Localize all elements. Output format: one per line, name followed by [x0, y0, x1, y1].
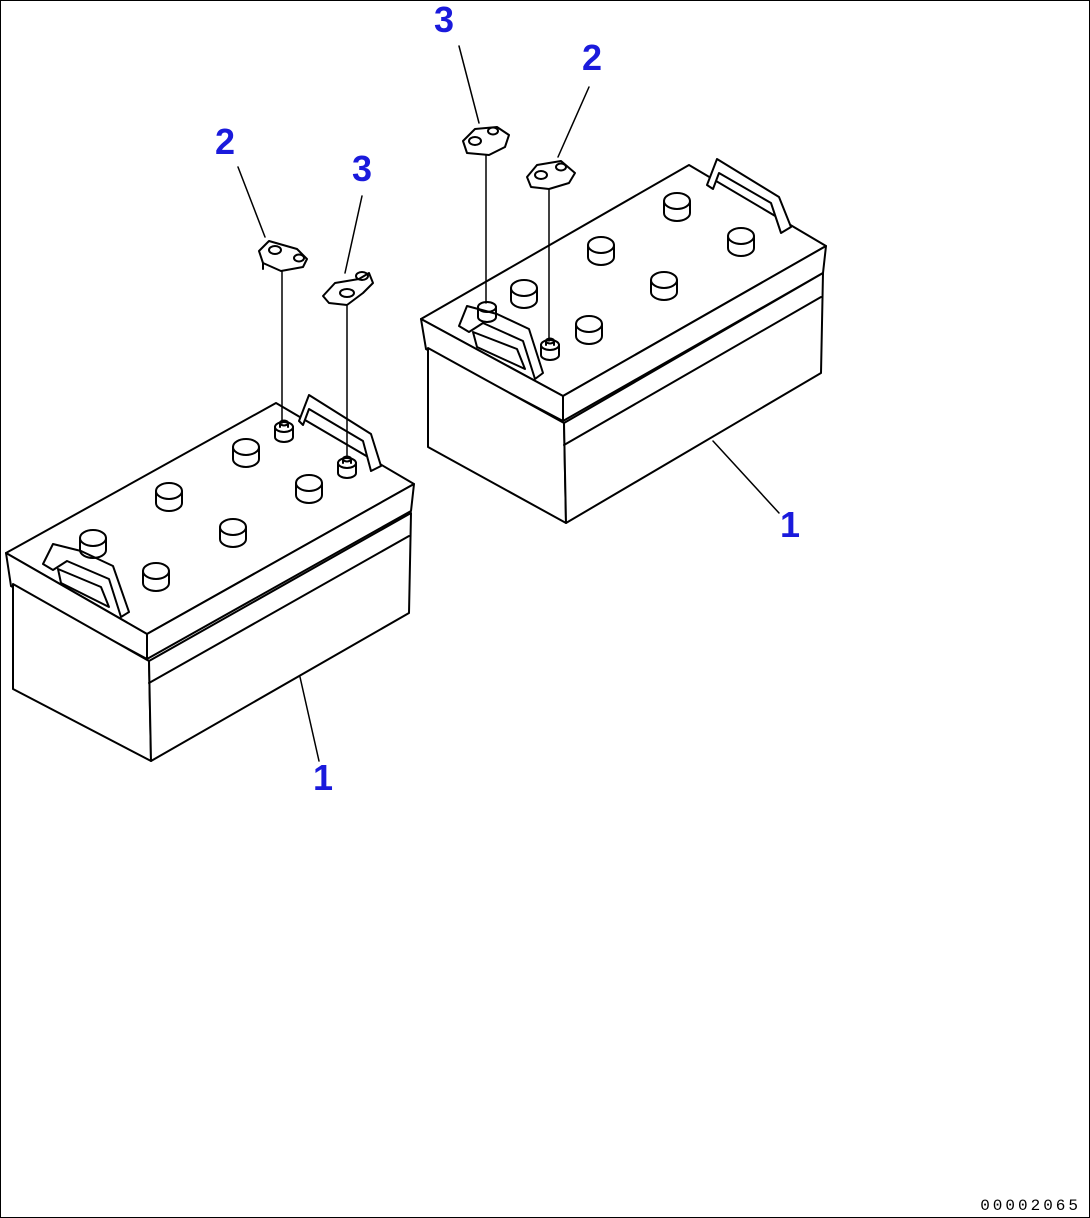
drawing-reference-number: 00002065 — [980, 1197, 1081, 1215]
battery-left-rear-handle — [298, 394, 382, 472]
callout-clamp-right-2: 2 — [582, 37, 602, 78]
clamp-right-2 — [526, 160, 576, 190]
battery-right — [420, 158, 827, 524]
battery-left-front-handle — [42, 543, 130, 618]
callout-battery-left: 1 — [313, 757, 333, 798]
callout-clamp-left-3: 3 — [352, 148, 372, 189]
clamp-left-2 — [258, 240, 308, 272]
clamp-right-3 — [462, 126, 510, 156]
battery-right-front-handle — [458, 305, 544, 380]
battery-right-cell-caps — [510, 192, 755, 345]
callout-battery-right: 1 — [780, 504, 800, 545]
callout-clamp-left-2: 2 — [215, 121, 235, 162]
battery-left — [5, 394, 415, 762]
assembly-lines — [281, 154, 550, 458]
clamp-left-3 — [322, 271, 374, 306]
callout-labels: 2 3 3 2 1 1 — [215, 1, 800, 798]
battery-right-rear-handle — [706, 158, 792, 234]
battery-left-cell-caps — [79, 438, 323, 592]
battery-right-terminal-posts — [477, 301, 560, 361]
callout-clamp-right-3: 3 — [434, 1, 454, 40]
leader-lines — [237, 45, 780, 762]
battery-left-terminal-posts — [274, 419, 357, 479]
